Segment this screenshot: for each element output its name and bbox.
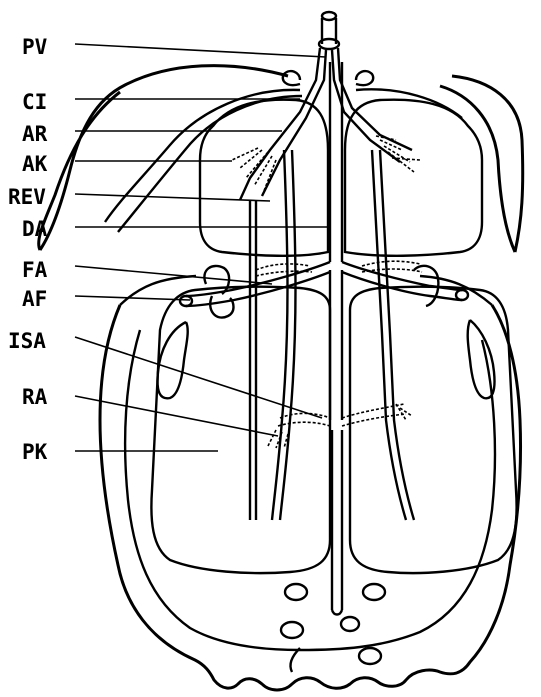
left-isa-branches	[278, 413, 330, 426]
label-rev: REV	[8, 185, 46, 209]
label-pv: PV	[22, 35, 48, 59]
label-ci: CI	[22, 90, 47, 114]
cloacal-blob	[285, 584, 307, 600]
label-ar: AR	[22, 122, 48, 146]
leader-fa	[75, 266, 272, 284]
cloacal-blob	[359, 648, 381, 664]
left-femoral-end	[180, 296, 192, 306]
right-anterior-kidney	[345, 100, 482, 256]
label-af: AF	[22, 287, 47, 311]
renal-artery-branches	[268, 430, 288, 448]
dorsal-aorta-upper	[330, 62, 342, 262]
cloacal-blob	[363, 584, 385, 600]
femoral-arteries	[180, 262, 468, 318]
dorsal-aorta-tip	[332, 610, 342, 615]
cloacal-blob	[281, 622, 303, 638]
posterior-kidneys	[151, 287, 516, 573]
left-rev-outer	[250, 200, 256, 520]
leader-af	[75, 296, 190, 300]
label-fa: FA	[22, 258, 48, 282]
label-isa: ISA	[8, 329, 46, 353]
label-pk: PK	[22, 440, 48, 464]
right-rev	[372, 150, 414, 520]
leader-pv	[75, 44, 326, 57]
dorsal-aorta-mid	[330, 270, 342, 420]
cardinal-lumps	[283, 71, 373, 85]
right-ar-branches	[376, 136, 420, 172]
portal-vein	[105, 12, 462, 232]
lower-body-outline	[100, 305, 521, 690]
left-side-flap	[158, 322, 188, 398]
right-isa-branches	[342, 404, 412, 426]
left-femoral-gland-lower	[210, 296, 233, 318]
cloacal-hook	[290, 648, 300, 672]
dorsal-aorta-lower	[332, 430, 342, 610]
left-anterior-kidney	[200, 100, 328, 256]
dorsal-aorta	[330, 62, 342, 615]
cardinal-vein-left-inner	[118, 96, 302, 232]
left-posterior-kidney	[151, 287, 330, 573]
label-ak: AK	[22, 152, 48, 176]
left-rev-inner	[272, 150, 296, 520]
leader-ra	[75, 396, 278, 436]
portal-vein-top	[322, 12, 336, 20]
label-ra: RA	[22, 385, 48, 409]
cloacal-blob	[341, 617, 359, 631]
left-fa-branches	[256, 264, 312, 276]
right-posterior-kidney	[350, 287, 517, 573]
right-femoral-end	[456, 290, 468, 300]
